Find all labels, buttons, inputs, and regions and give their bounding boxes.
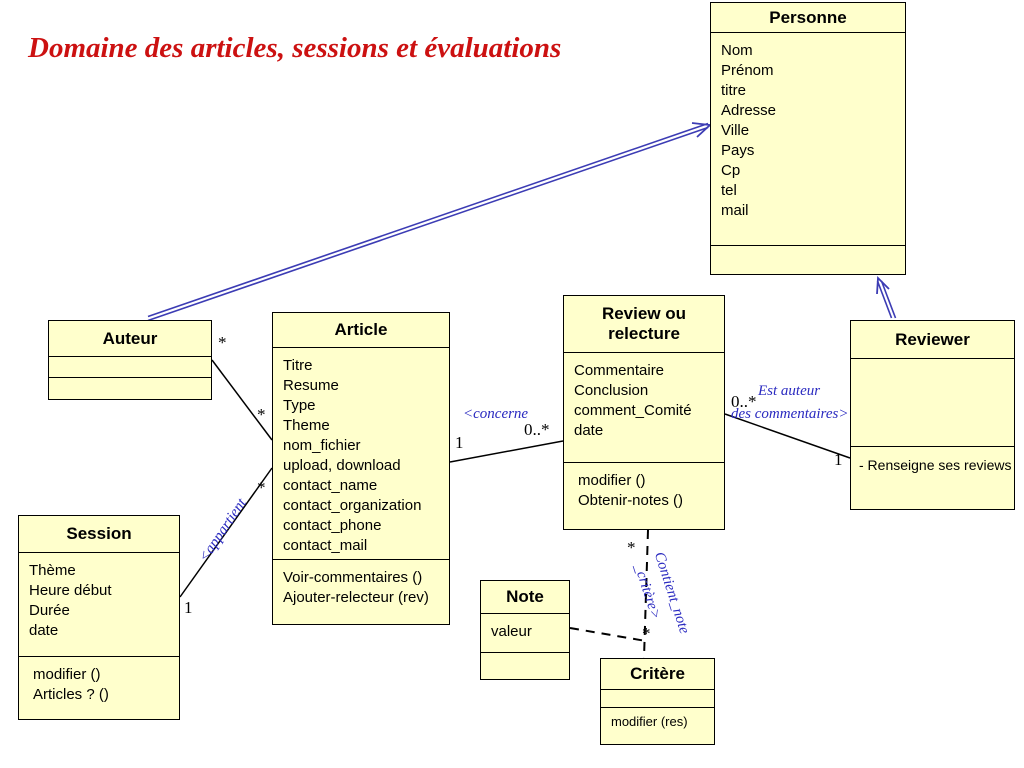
mult-review-end-critere: * bbox=[627, 538, 636, 557]
field-line: Titre bbox=[283, 357, 313, 374]
field-line: Obtenir-notes () bbox=[578, 492, 684, 509]
field-line: Conclusion bbox=[574, 382, 649, 399]
assoc-review-reviewer bbox=[724, 413, 851, 459]
field-line: - Renseigne ses reviews bbox=[859, 457, 1012, 473]
class-reviewer-attributes bbox=[851, 359, 1014, 447]
class-note-methods bbox=[481, 653, 569, 679]
class-critere-methods: modifier (res) bbox=[601, 708, 714, 744]
field-line: Prénom bbox=[721, 62, 774, 79]
class-note-name: Note bbox=[481, 581, 569, 614]
field-line: tel bbox=[721, 182, 737, 199]
field-line: mail bbox=[721, 202, 749, 219]
field-line: Ville bbox=[721, 122, 750, 139]
class-note-attributes: valeur bbox=[481, 614, 569, 653]
field-line: contact_phone bbox=[283, 517, 382, 534]
field-line: modifier () bbox=[578, 472, 646, 489]
field-line: Cp bbox=[721, 162, 741, 179]
field-line: date bbox=[574, 422, 604, 439]
mult-auteur-end: * bbox=[218, 333, 227, 352]
mult-review-end-article: 0..* bbox=[524, 420, 550, 439]
inherit-auteur-personne-line1 bbox=[147, 122, 709, 318]
class-note[interactable]: Note valeur bbox=[480, 580, 570, 680]
field-line: Resume bbox=[283, 377, 339, 394]
class-auteur[interactable]: Auteur bbox=[48, 320, 212, 400]
field-line: upload, download bbox=[283, 457, 401, 474]
field-line: date bbox=[29, 622, 59, 639]
class-personne-name: Personne bbox=[711, 3, 905, 33]
assoc-article-review bbox=[449, 440, 564, 463]
field-line: contact_mail bbox=[283, 537, 368, 554]
class-personne-methods bbox=[711, 246, 905, 274]
field-line: Nom bbox=[721, 42, 753, 59]
mult-article-end-session: * bbox=[257, 478, 266, 497]
assoc-session-article bbox=[179, 467, 273, 598]
field-line: Pays bbox=[721, 142, 755, 159]
class-article-name: Article bbox=[273, 313, 449, 348]
class-auteur-name: Auteur bbox=[49, 321, 211, 357]
class-reviewer[interactable]: Reviewer - Renseigne ses reviews bbox=[850, 320, 1015, 510]
field-line: Type bbox=[283, 397, 316, 414]
field-line: Ajouter-relecteur (rev) bbox=[283, 589, 429, 607]
field-line: contact_name bbox=[283, 477, 378, 494]
field-line: modifier () bbox=[33, 666, 101, 683]
inherit-reviewer-personne-line2 bbox=[880, 280, 897, 319]
inherit-arrowhead-personne-bottom bbox=[876, 275, 890, 295]
field-line: Durée bbox=[29, 602, 70, 619]
field-line: titre bbox=[721, 82, 747, 99]
class-critere[interactable]: Critère modifier (res) bbox=[600, 658, 715, 745]
field-line: Commentaire bbox=[574, 362, 665, 379]
page-title: Domaine des articles, sessions et évalua… bbox=[28, 32, 562, 64]
class-auteur-attributes bbox=[49, 357, 211, 378]
field-line: Theme bbox=[283, 417, 330, 434]
mult-article-end-auteur: * bbox=[257, 405, 266, 424]
class-auteur-methods bbox=[49, 378, 211, 399]
mult-article-end-review: 1 bbox=[455, 433, 464, 452]
field-line: Thème bbox=[29, 562, 76, 579]
class-article-methods: Voir-commentaires () Ajouter-relecteur (r… bbox=[273, 560, 449, 624]
label-concerne: <concerne bbox=[463, 406, 529, 422]
field-line: nom_fichier bbox=[283, 437, 361, 454]
dashed-note-link bbox=[569, 627, 647, 642]
inherit-reviewer-personne-line1 bbox=[876, 280, 893, 319]
field-line: Heure début bbox=[29, 582, 112, 599]
label-est-auteur-line1: Est auteur bbox=[758, 383, 821, 399]
assoc-auteur-article bbox=[211, 359, 273, 441]
field-line: comment_Comité bbox=[574, 402, 692, 419]
mult-critere-end: * bbox=[642, 624, 651, 643]
field-line: modifier (res) bbox=[611, 714, 688, 729]
mult-review-end-reviewer: 0..* bbox=[731, 392, 757, 411]
inherit-auteur-personne-line2 bbox=[147, 126, 709, 322]
mult-session-end: 1 bbox=[184, 598, 193, 617]
class-session-name: Session bbox=[19, 516, 179, 553]
class-review-name: Review ou relecture bbox=[564, 296, 724, 353]
class-session-methods: modifier () Articles ? () bbox=[19, 657, 179, 719]
class-reviewer-methods: - Renseigne ses reviews bbox=[851, 447, 1014, 509]
mult-reviewer-end: 1 bbox=[834, 450, 843, 469]
dashed-review-critere bbox=[643, 529, 649, 659]
class-critere-attributes bbox=[601, 690, 714, 708]
field-line: Voir-commentaires () bbox=[283, 569, 423, 587]
field-line: valeur bbox=[491, 623, 532, 640]
field-line: contact_organization bbox=[283, 497, 422, 514]
class-critere-name: Critère bbox=[601, 659, 714, 690]
field-line: Articles ? () bbox=[33, 686, 109, 703]
class-review-methods: modifier () Obtenir-notes () bbox=[564, 463, 724, 529]
field-line: Adresse bbox=[721, 102, 777, 119]
label-est-auteur-line2: des commentaires> bbox=[731, 406, 849, 422]
class-reviewer-name: Reviewer bbox=[851, 321, 1014, 359]
